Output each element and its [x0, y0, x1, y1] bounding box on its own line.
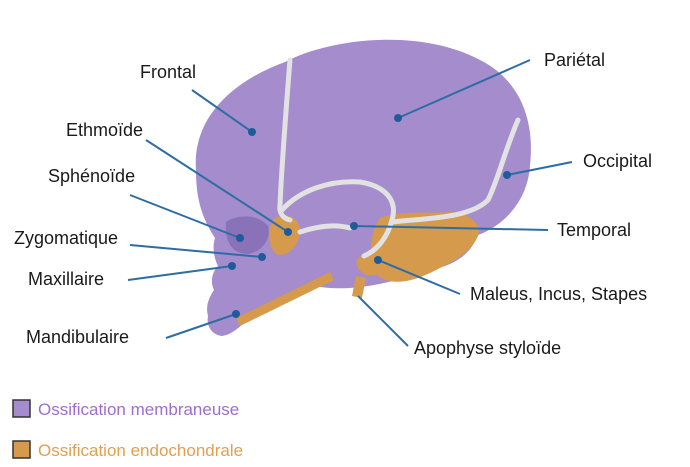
label-sphenoide: Sphénoïde	[48, 166, 135, 186]
endochondral-occipital-base	[371, 212, 479, 282]
label-mandibulaire: Mandibulaire	[26, 327, 129, 347]
legend-label-endochondral: Ossification endochondrale	[38, 441, 243, 460]
legend-swatch-endochondral	[13, 441, 30, 458]
dot-zygomatique	[258, 253, 266, 261]
label-zygomatique: Zygomatique	[14, 228, 118, 248]
dot-sphenoide	[236, 234, 244, 242]
legend-swatch-membrane	[13, 400, 30, 417]
label-maxillaire: Maxillaire	[28, 269, 104, 289]
label-temporal: Temporal	[557, 220, 631, 240]
dot-ethmoide	[284, 228, 292, 236]
dot-ossicles	[374, 256, 382, 264]
dot-parietal	[394, 114, 402, 122]
label-occipital: Occipital	[583, 151, 652, 171]
label-ethmoide: Ethmoïde	[66, 120, 143, 140]
label-parietal: Pariétal	[544, 50, 605, 70]
dot-maxillaire	[228, 262, 236, 270]
dot-temporal	[350, 222, 358, 230]
label-ossicles: Maleus, Incus, Stapes	[470, 284, 647, 304]
legend: Ossification membraneuse Ossification en…	[13, 400, 243, 460]
leader-styloide	[358, 296, 408, 346]
label-styloide: Apophyse styloïde	[414, 338, 561, 358]
legend-label-membrane: Ossification membraneuse	[38, 400, 239, 419]
dot-occipital	[503, 171, 511, 179]
dot-frontal	[248, 128, 256, 136]
label-frontal: Frontal	[140, 62, 196, 82]
dot-mandibulaire	[232, 310, 240, 318]
